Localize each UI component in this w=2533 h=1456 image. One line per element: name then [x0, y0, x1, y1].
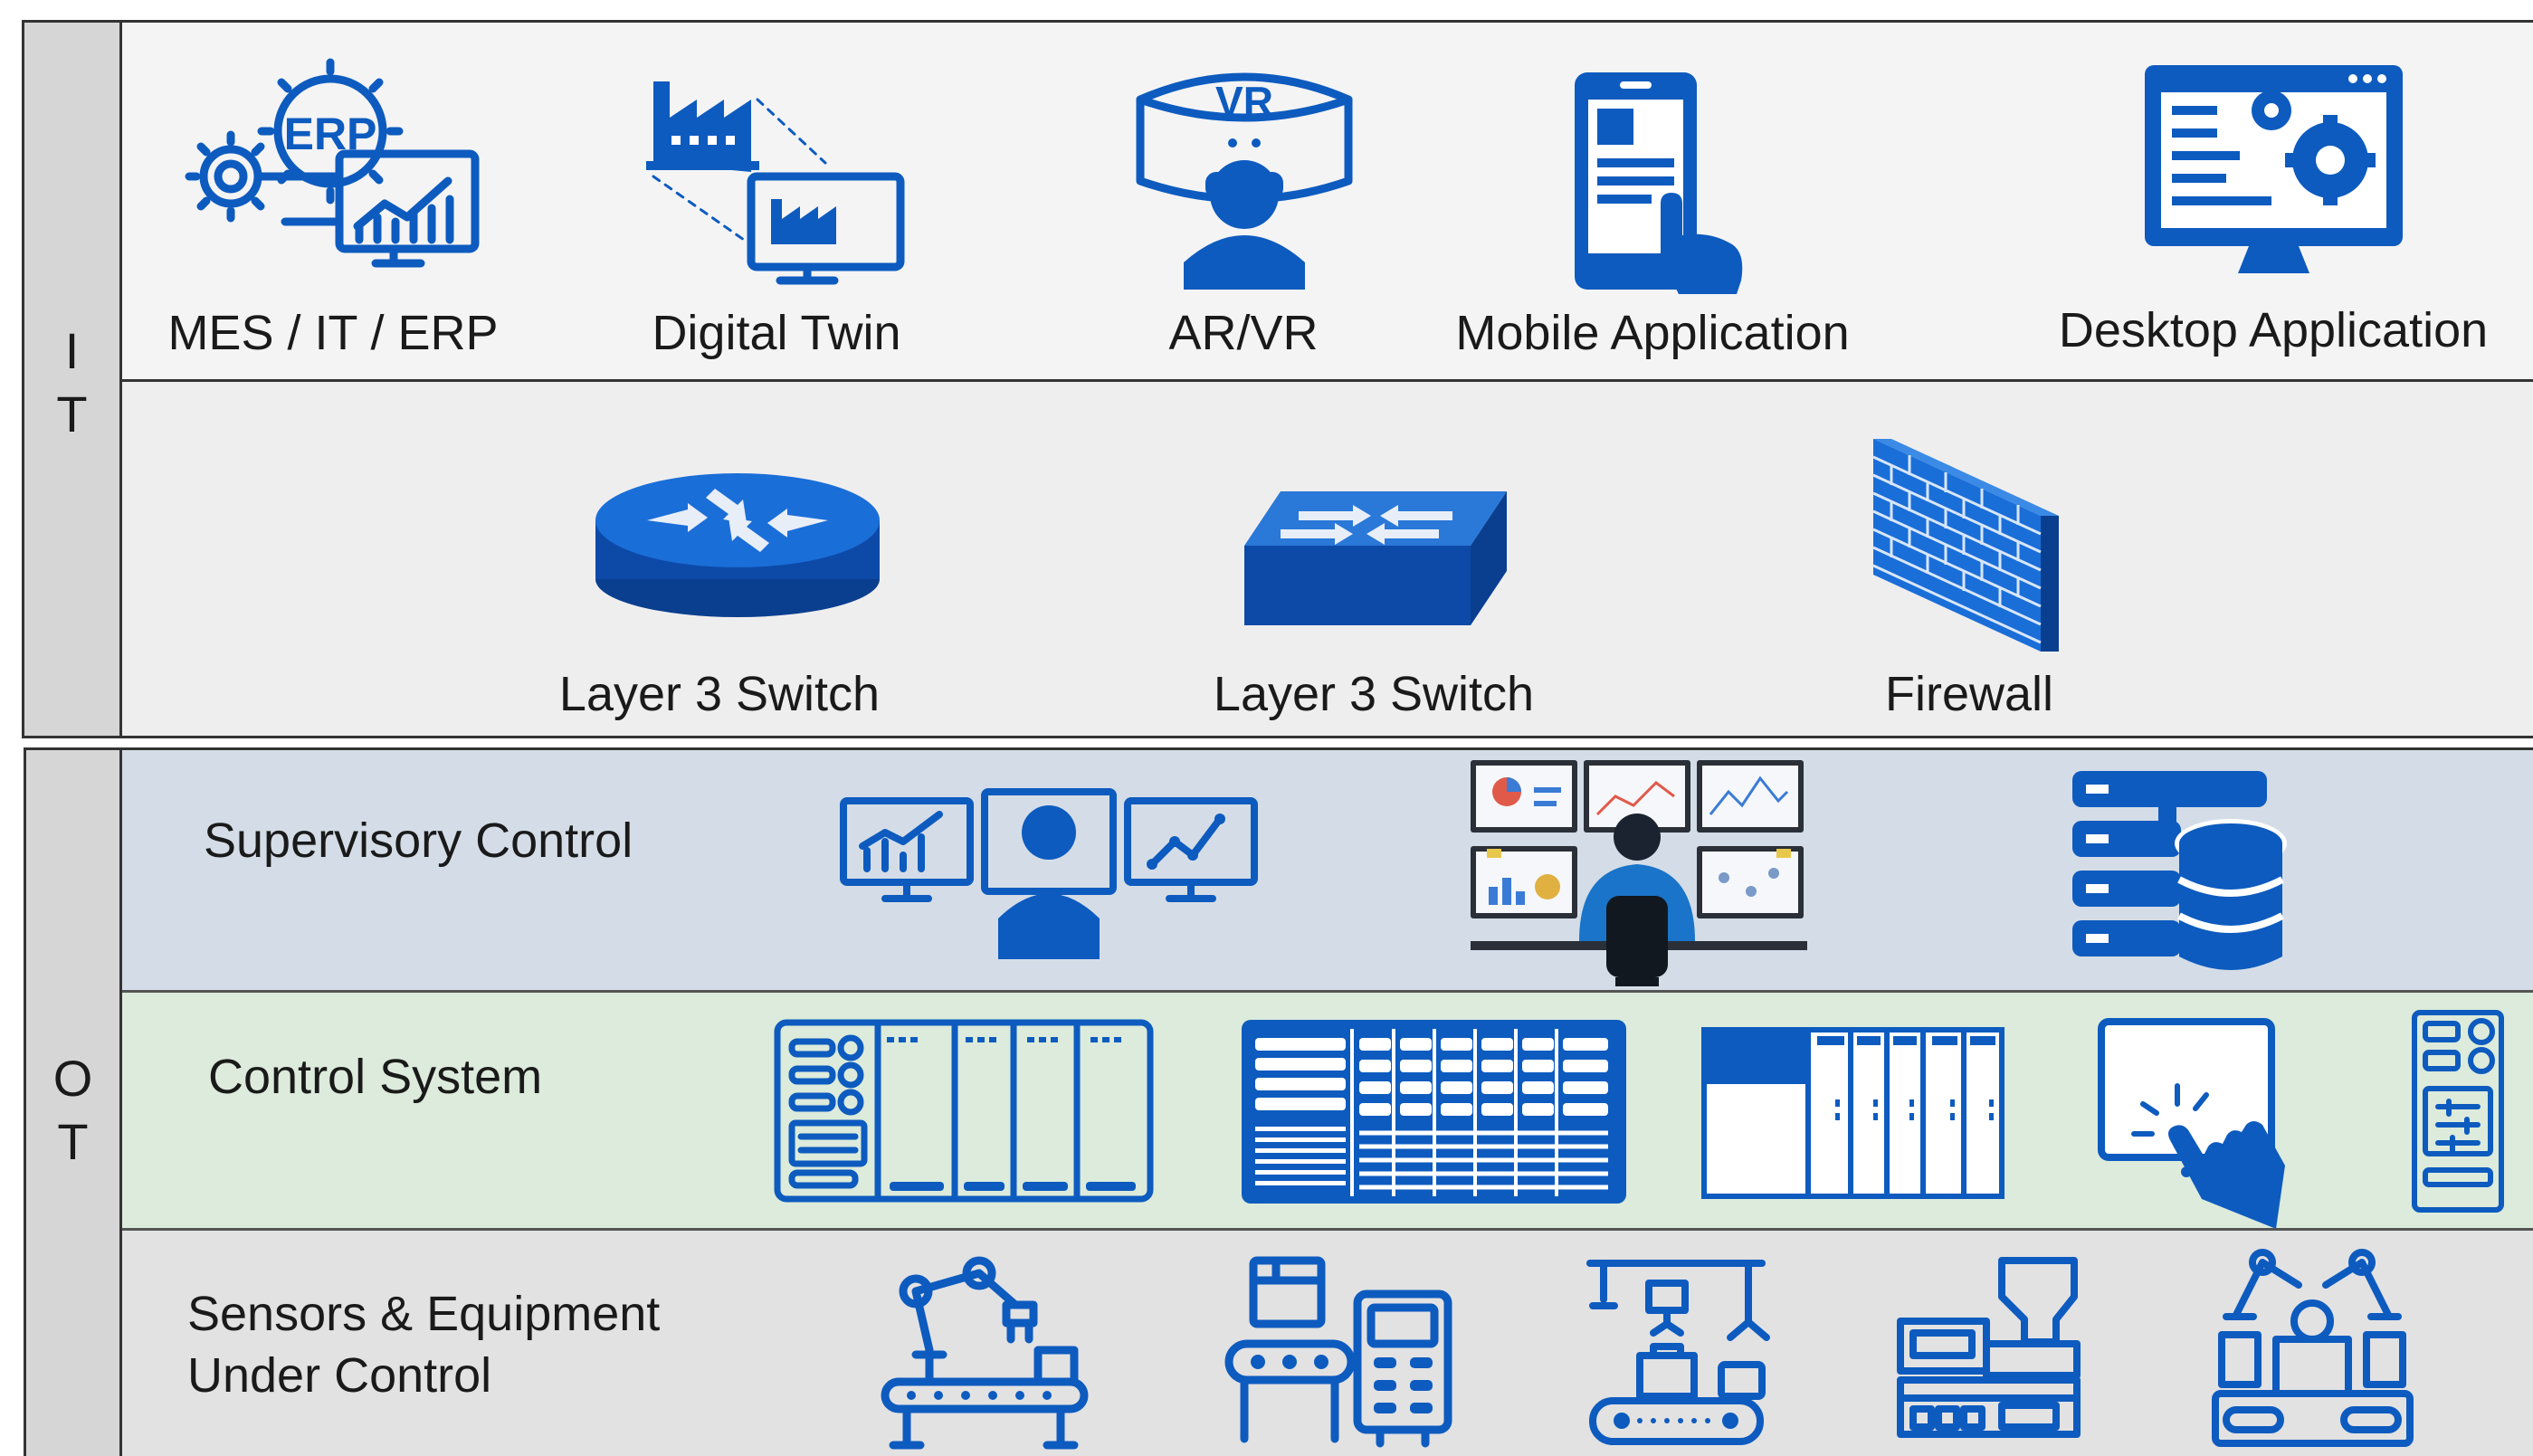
server-rack-icon [1242, 1020, 1626, 1204]
erp-icon-text: ERP [284, 109, 377, 159]
it-app-label-arvr: AR/VR [1168, 306, 1319, 360]
control-system-label: Control System [208, 1050, 543, 1104]
it-app-label-desktop: Desktop Application [2058, 303, 2489, 357]
ot-side-tab: O T [24, 747, 122, 1456]
it-apps-band [122, 23, 2533, 382]
database-server-icon [2072, 771, 2287, 970]
ot-tag-line2: T [57, 1113, 89, 1170]
sensors-label-line2: Under Control [187, 1348, 492, 1403]
robotic-cell-icon [2212, 1249, 2414, 1447]
control-room-icon [1471, 760, 1807, 986]
erp-icon: ERP [185, 58, 480, 268]
it-app-label-erp: MES / IT / ERP [167, 306, 499, 360]
desktop-app-icon [2145, 65, 2403, 273]
ot-tag-line1: O [52, 1050, 93, 1107]
touch-panel-icon [2098, 1018, 2285, 1229]
it-app-label-digital-twin: Digital Twin [652, 306, 901, 360]
it-side-tab: I T [22, 20, 122, 738]
robot-arm-conveyor-icon [881, 1256, 1089, 1450]
vr-icon-text: VR [1215, 78, 1273, 125]
router-icon [595, 473, 880, 617]
injection-molding-icon [1897, 1257, 2081, 1438]
plc-rack-icon [774, 1019, 1154, 1203]
vr-headset-icon: VR [1136, 72, 1353, 290]
control-cabinet-icon [2412, 1010, 2504, 1213]
it-app-label-mobile: Mobile Application [1455, 306, 1850, 360]
network-label-switch: Layer 3 Switch [1213, 667, 1535, 721]
supervisory-label: Supervisory Control [204, 814, 633, 868]
switch-icon [1244, 491, 1507, 625]
packaging-machine-icon [1224, 1256, 1452, 1448]
operator-monitors-icon [840, 788, 1258, 959]
mobile-app-icon [1575, 72, 1743, 294]
sensors-label-line1: Sensors & Equipment [187, 1287, 661, 1341]
pick-place-icon [1586, 1260, 1770, 1445]
network-label-firewall: Firewall [1884, 667, 2054, 721]
it-tag-line2: T [56, 385, 88, 443]
network-label-router: Layer 3 Switch [558, 667, 881, 721]
it-tag-line1: I [64, 322, 80, 379]
firewall-icon [1872, 439, 2059, 652]
io-module-icon [1701, 1027, 2004, 1199]
digital-twin-icon [646, 81, 905, 285]
